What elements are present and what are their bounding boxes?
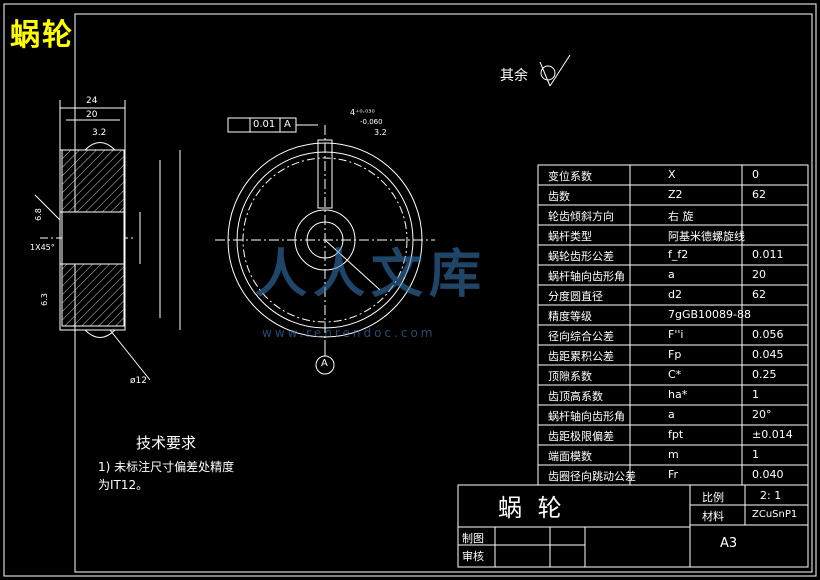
param-value: 62: [752, 188, 766, 201]
outer-border: [3, 3, 817, 577]
param-label: 顶隙系数: [548, 370, 592, 383]
param-label: 齿距极限偏差: [548, 430, 614, 443]
material-value: ZCuSnP1: [752, 509, 798, 520]
param-value: 20: [752, 268, 766, 281]
param-label: 蜗杆类型: [548, 230, 592, 243]
sheet-size: A3: [720, 536, 738, 551]
param-label: 径向综合公差: [548, 330, 614, 343]
keyway-lower: -0.060: [360, 118, 383, 126]
param-symbol: d2: [668, 288, 682, 301]
keyway-upper: 4⁺⁰·⁰³⁰: [350, 108, 375, 117]
param-value: 1: [752, 448, 759, 461]
title-block-name: 蜗 轮: [498, 494, 566, 522]
param-label: 蜗杆轴向齿形角: [548, 270, 625, 283]
param-symbol: X: [668, 168, 676, 181]
param-label: 齿顶高系数: [548, 390, 603, 403]
side-view: [34, 100, 181, 381]
param-symbol: C*: [668, 368, 682, 381]
param-label: 轮齿倾斜方向: [548, 210, 614, 223]
material-label: 材料: [702, 510, 724, 523]
dim-chamfer: 1X45°: [30, 243, 55, 252]
param-value: ±0.014: [752, 428, 793, 441]
param-label: 变位系数: [548, 170, 592, 183]
param-symbol: 7gGB10089-88: [668, 308, 752, 321]
param-symbol: 右 旋: [668, 210, 694, 223]
front-view: [215, 117, 435, 375]
param-table-grid: [537, 164, 809, 486]
param-symbol: Z2: [668, 188, 683, 201]
dim-3-2: 3.2: [92, 128, 107, 138]
tech-req-line2: 为IT12。: [98, 478, 149, 492]
param-label: 端面模数: [548, 450, 592, 463]
title-block-grid: [457, 484, 809, 568]
param-value: 0.011: [752, 248, 784, 261]
param-label: 蜗杆轴向齿形角: [548, 410, 625, 423]
roughness-symbol: [539, 54, 571, 87]
tech-req-heading: 技术要求: [136, 434, 197, 452]
param-symbol: Fp: [668, 348, 682, 361]
roughness-label: 其余: [500, 68, 528, 84]
watermark-url: www.renrendoc.com: [262, 326, 436, 340]
param-symbol: a: [668, 408, 675, 421]
param-symbol: m: [668, 448, 679, 461]
ratio-value: 2: 1: [760, 489, 782, 502]
param-symbol: fpt: [668, 428, 684, 441]
param-label: 分度圆直径: [548, 290, 603, 303]
keyway-width: 3.2: [374, 128, 387, 137]
param-value: 20°: [752, 408, 772, 421]
datum-a-label: A: [321, 358, 328, 369]
param-symbol: ha*: [668, 388, 688, 401]
watermark-text: 人人文库: [255, 245, 488, 305]
dim-6-3: 6.3: [39, 293, 49, 306]
param-value: 0.056: [752, 328, 784, 341]
param-value: 1: [752, 388, 759, 401]
tech-req-line1: 1) 未标注尺寸偏差处精度: [98, 460, 235, 474]
tolerance-value: 0.01: [253, 119, 276, 130]
param-label: 齿圈径向跳动公差: [548, 470, 636, 483]
param-symbol: Fr: [668, 468, 679, 481]
param-value: 0.045: [752, 348, 784, 361]
param-label: 齿数: [548, 190, 570, 203]
checked-label: 审核: [462, 550, 484, 563]
dim-24: 24: [86, 96, 98, 106]
tolerance-datum: A: [284, 119, 291, 130]
drawing-title: 蜗轮: [10, 18, 74, 53]
param-label: 精度等级: [548, 310, 592, 323]
param-symbol: a: [668, 268, 675, 281]
param-symbol: f_f2: [668, 248, 689, 261]
param-value: 62: [752, 288, 766, 301]
dim-d12: ø12: [130, 376, 147, 386]
param-value: 0: [752, 168, 759, 181]
param-value: 0.25: [752, 368, 777, 381]
ratio-label: 比例: [702, 491, 724, 504]
param-label: 蜗轮齿形公差: [548, 250, 614, 263]
dim-20: 20: [86, 110, 98, 120]
dim-6-8: 6.8: [33, 208, 43, 221]
drawn-label: 制图: [462, 532, 484, 545]
param-symbol: F''i: [668, 328, 684, 341]
param-value: 0.040: [752, 468, 784, 481]
param-label: 齿距累积公差: [548, 350, 614, 363]
param-symbol: 阿基米德螺旋线: [668, 230, 745, 243]
